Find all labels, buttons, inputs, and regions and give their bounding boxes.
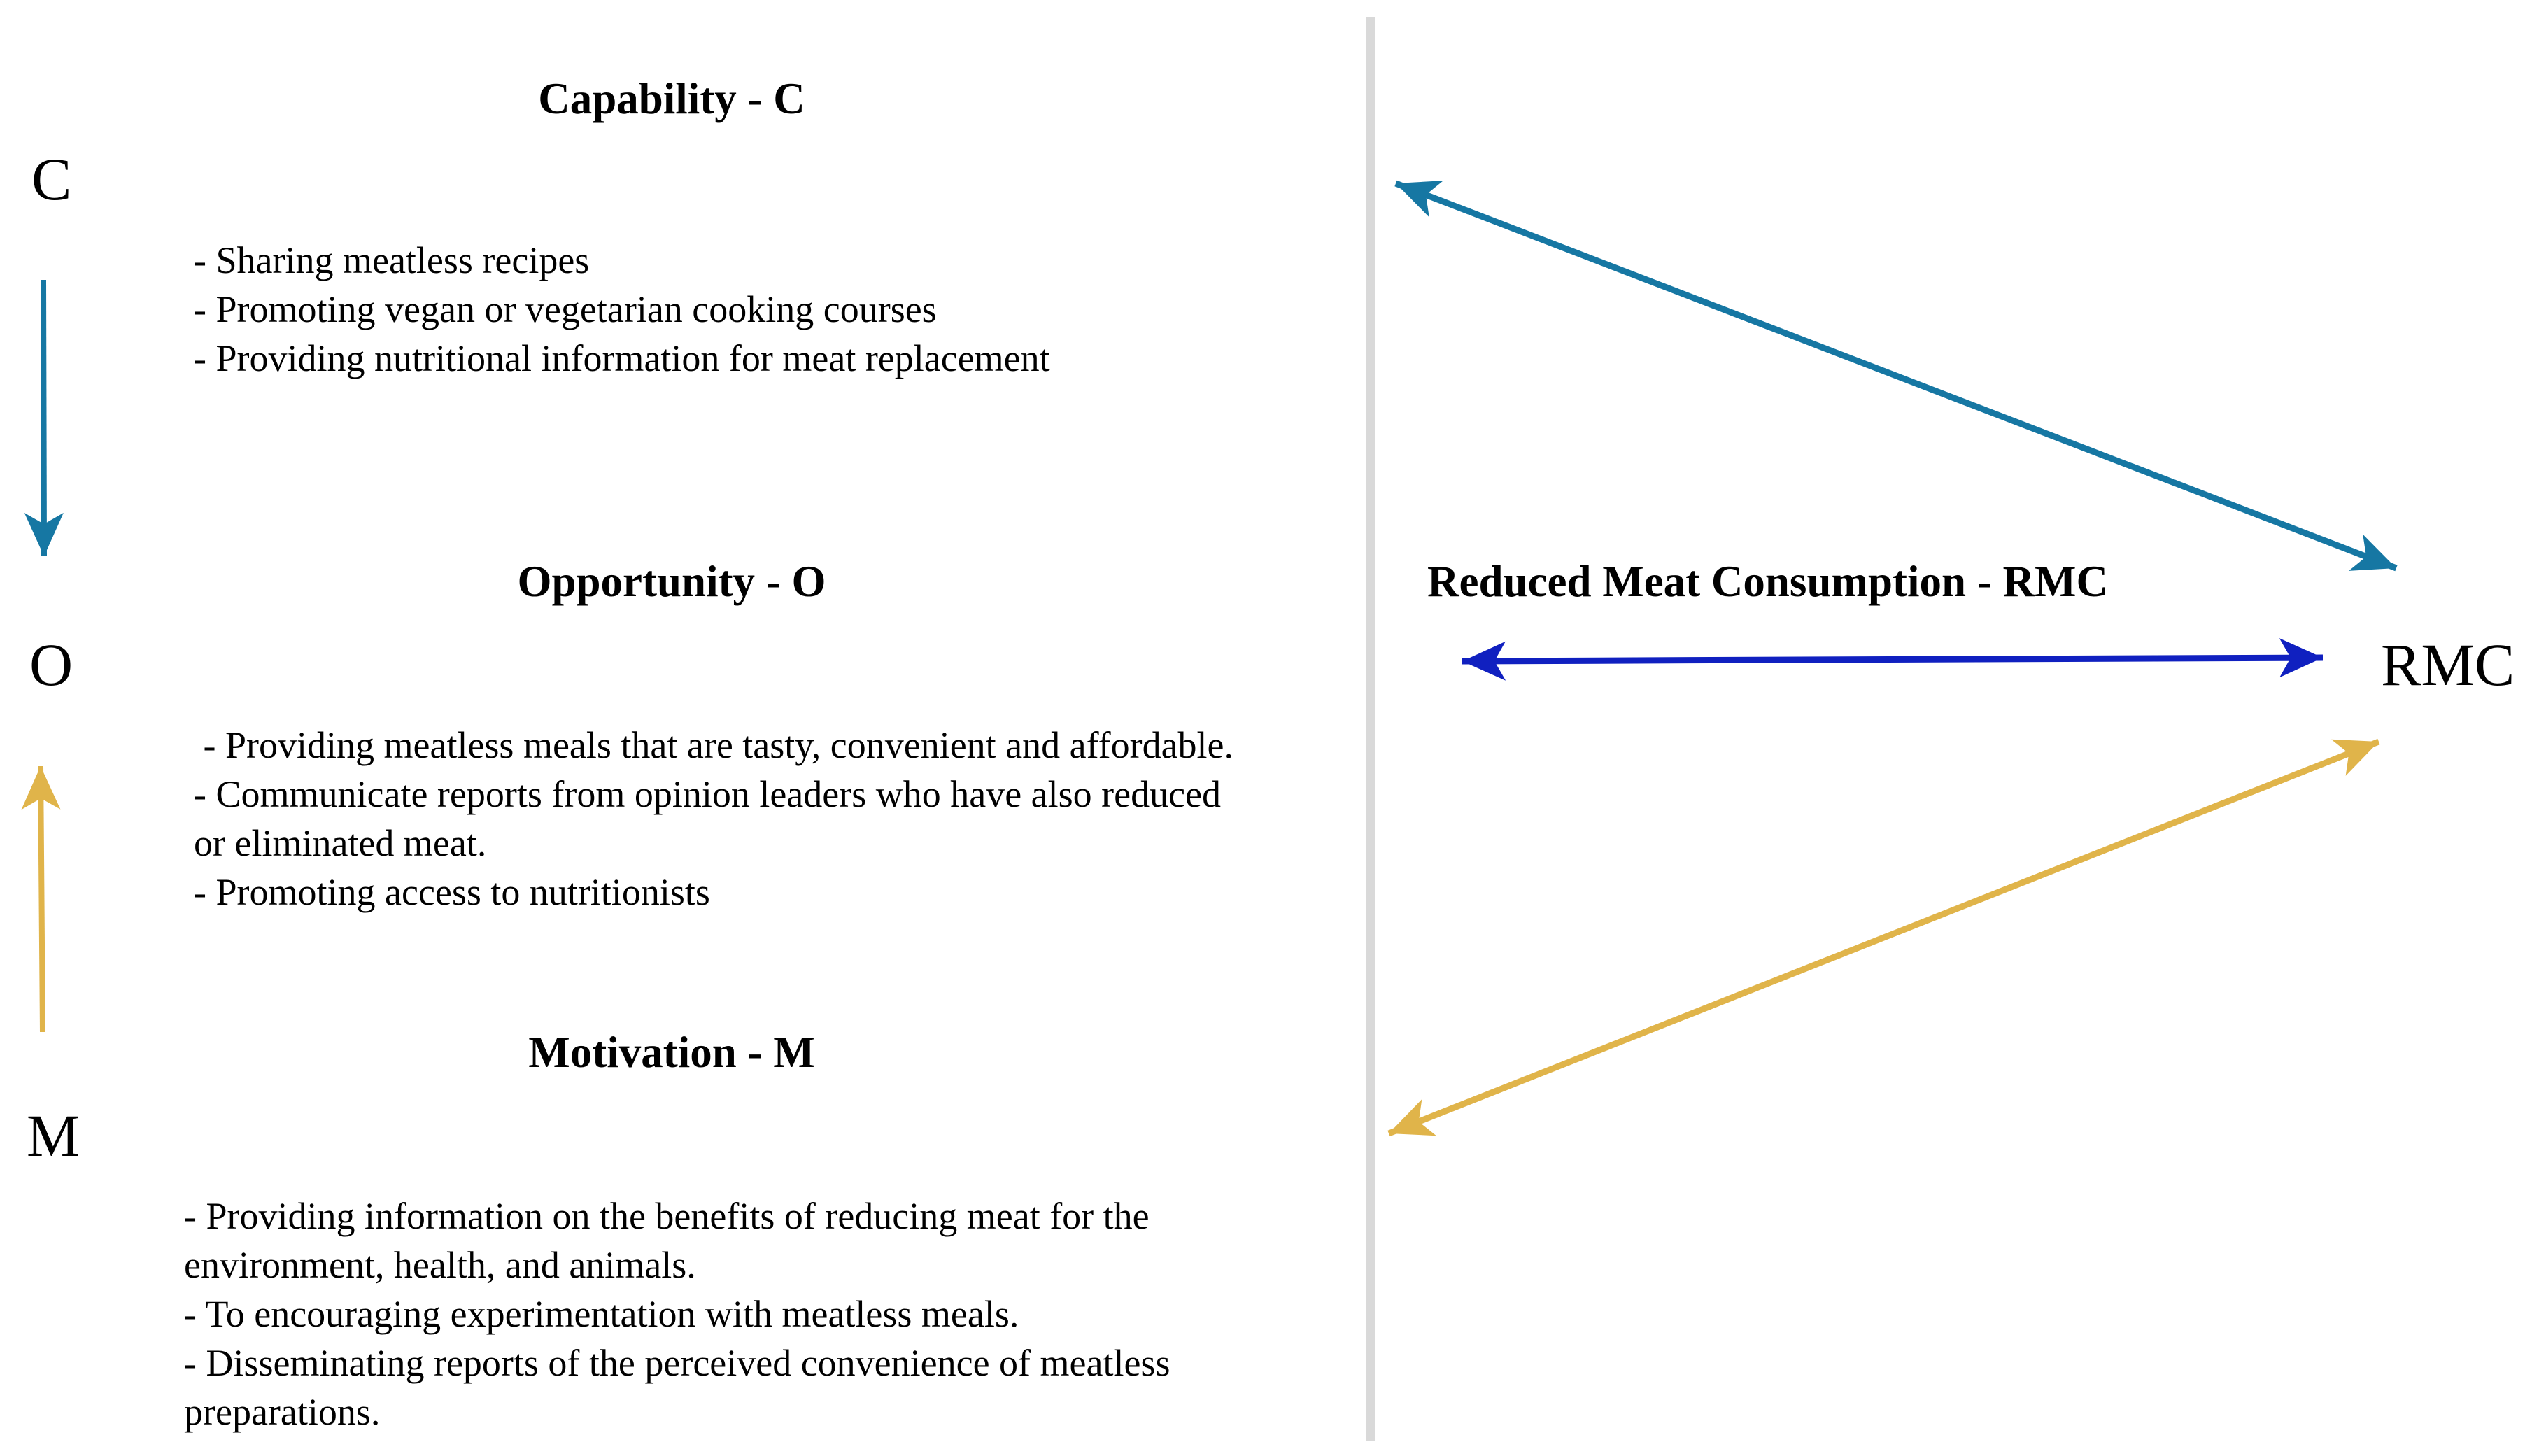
motivation-title: Motivation - M xyxy=(528,1028,815,1077)
capability-text: - Sharing meatless recipes - Promoting v… xyxy=(194,236,1050,383)
opportunity-text: - Providing meatless meals that are tast… xyxy=(194,721,1233,917)
motivation-line: preparations. xyxy=(184,1391,381,1433)
motivation-text: - Providing information on the benefits … xyxy=(184,1192,1170,1436)
capability-line: - Promoting vegan or vegetarian cooking … xyxy=(194,288,937,330)
opportunity-line: - Communicate reports from opinion leade… xyxy=(194,773,1222,815)
motivation-line: - To encouraging experimentation with me… xyxy=(184,1293,1019,1335)
capability-line: - Providing nutritional information for … xyxy=(194,337,1050,379)
motivation-line: environment, health, and animals. xyxy=(184,1244,696,1286)
letter-rmc: RMC xyxy=(2381,631,2515,698)
capability-title: Capability - C xyxy=(538,74,805,123)
m-to-o-arrow xyxy=(21,765,61,1033)
opportunity-line: or eliminated meat. xyxy=(194,822,487,864)
motivation-line: - Disseminating reports of the perceived… xyxy=(184,1342,1170,1384)
motivation-rmc-arrow xyxy=(1387,738,2380,1137)
letter-c: C xyxy=(31,146,72,213)
capability-rmc-arrow xyxy=(1394,180,2398,572)
letter-o: O xyxy=(29,631,73,698)
letter-m: M xyxy=(27,1102,80,1169)
c-to-o-arrow xyxy=(24,279,64,557)
motivation-line: - Providing information on the benefits … xyxy=(184,1195,1150,1237)
rmc-title: Reduced Meat Consumption - RMC xyxy=(1427,557,2108,606)
opportunity-line: - Providing meatless meals that are tast… xyxy=(194,724,1234,766)
opportunity-title: Opportunity - O xyxy=(517,557,826,606)
capability-line: - Sharing meatless recipes xyxy=(194,239,590,281)
opportunity-line: - Promoting access to nutritionists xyxy=(194,871,710,913)
opportunity-rmc-arrow xyxy=(1462,638,2324,681)
